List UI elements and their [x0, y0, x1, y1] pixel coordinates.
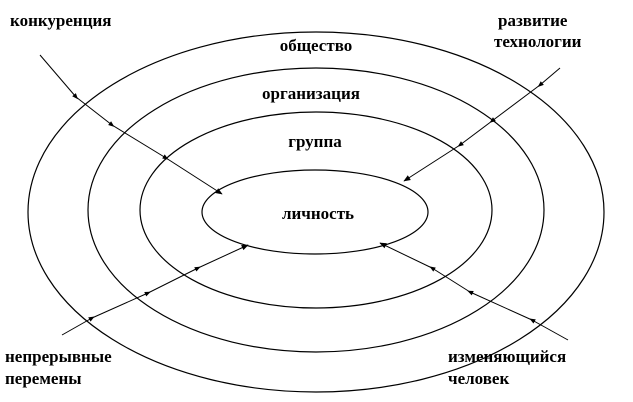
human-label-line2: человек: [448, 369, 509, 388]
changes-label-line2: перемены: [5, 369, 82, 388]
human-label-line1: изменяющийся: [448, 347, 566, 366]
organization-ring: [87, 67, 545, 353]
society-ring: [27, 31, 605, 393]
group-label: группа: [288, 132, 342, 151]
human-arrow: [379, 242, 569, 341]
society-label: общество: [280, 36, 353, 55]
competition-arrow: [39, 54, 223, 195]
changes-label-line1: непрерывные: [5, 347, 112, 366]
changes-arrow: [61, 244, 249, 336]
person-ring: [201, 169, 429, 255]
group-ring: [139, 111, 493, 309]
technology-label-line2: технологии: [494, 32, 582, 51]
organization-label: организация: [262, 84, 360, 103]
technology-label-line1: развитие: [498, 11, 568, 30]
technology-arrow: [403, 67, 561, 182]
competition-label: конкуренция: [10, 11, 112, 30]
person-label: личность: [282, 204, 354, 223]
